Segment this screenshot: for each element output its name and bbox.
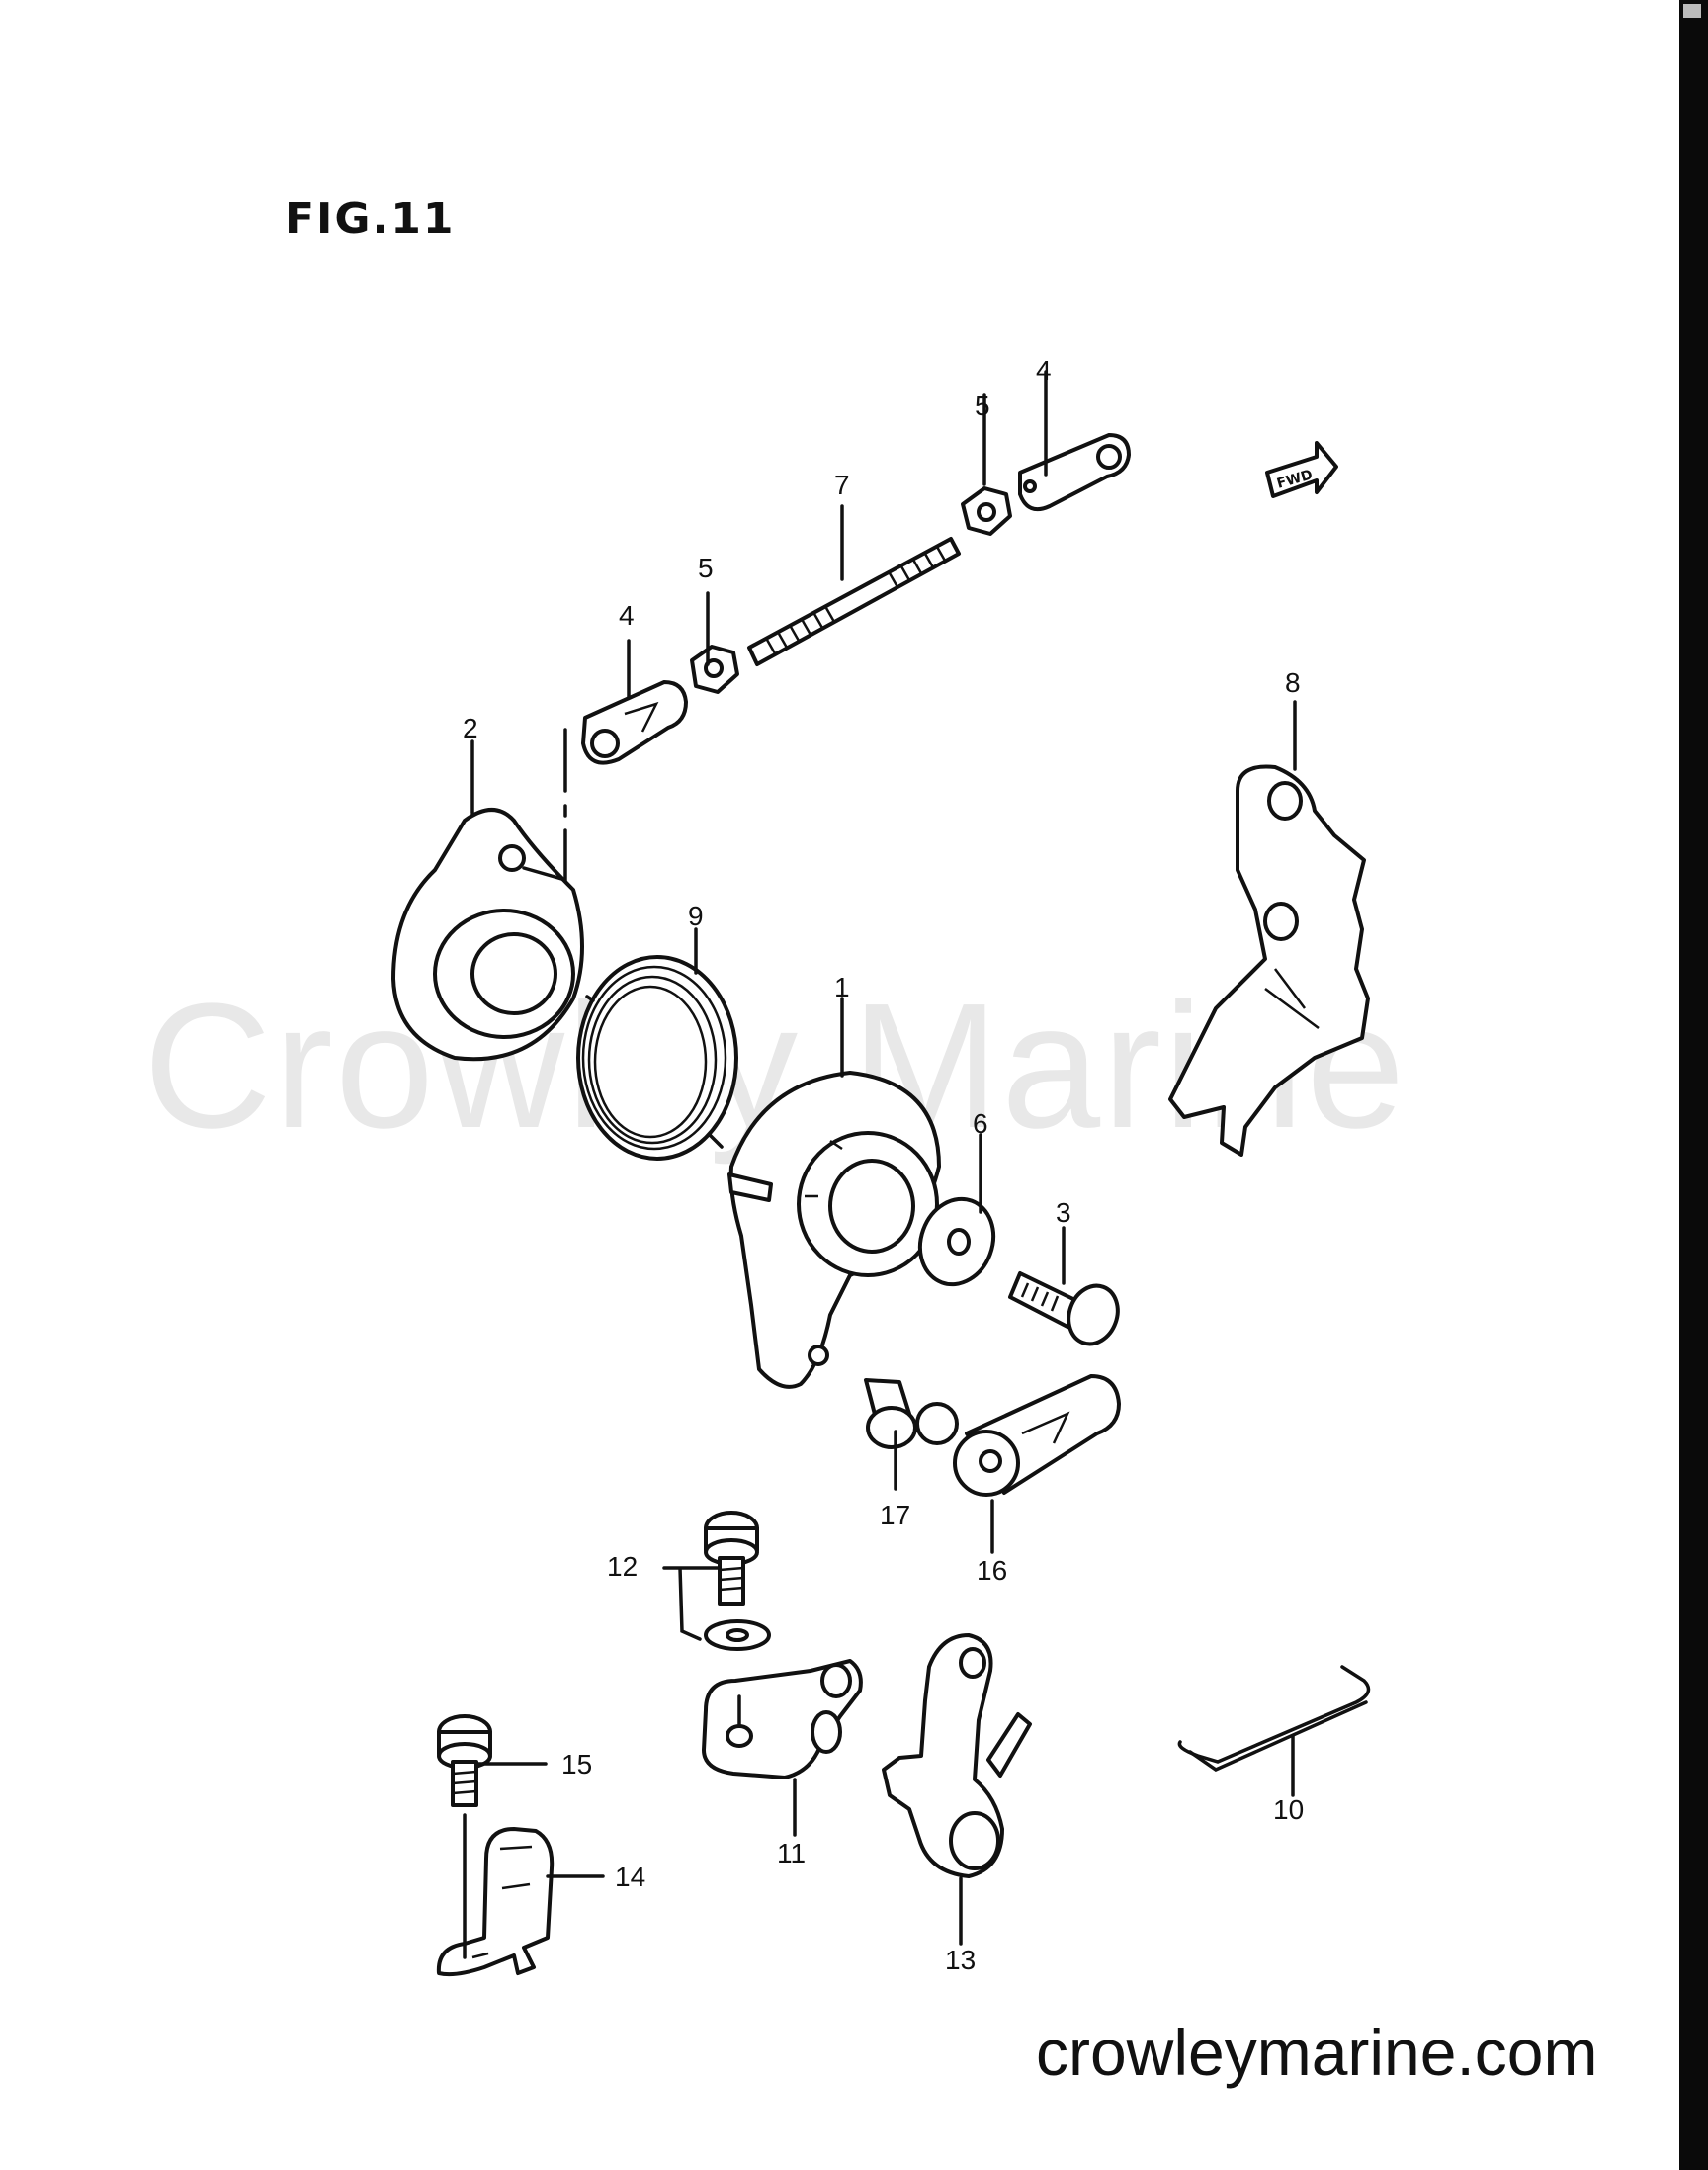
- callout-16: 16: [977, 1555, 1007, 1586]
- callout-1: 1: [834, 972, 850, 1002]
- part-7-threaded-rod: [747, 537, 961, 666]
- callout-2: 2: [463, 713, 478, 743]
- callout-labels: 4 5 7 5 4 8 2 9 1 6 3 17 16 12 15 14 11 …: [463, 355, 1304, 1975]
- callout-13: 13: [945, 1945, 976, 1975]
- part-13-lever: [882, 1633, 1032, 1878]
- part-10-link-rod: [1177, 1665, 1371, 1773]
- part-6-washer: [917, 1196, 996, 1287]
- leader-lines: [470, 370, 1297, 1946]
- callout-9: 9: [688, 901, 704, 931]
- callout-17: 17: [880, 1500, 910, 1530]
- callout-3: 3: [1056, 1197, 1071, 1228]
- callout-14: 14: [615, 1862, 645, 1892]
- part-8-bracket: [1168, 764, 1370, 1157]
- part-3-screw: [1008, 1271, 1120, 1346]
- part-1-throttle-lever: [727, 1071, 941, 1389]
- callout-10: 10: [1273, 1794, 1304, 1825]
- callout-7: 7: [834, 470, 850, 500]
- part-12-bolt-washer: [662, 1511, 771, 1651]
- part-16-socket: [953, 1374, 1121, 1497]
- callout-4-upper: 4: [1036, 355, 1052, 386]
- fwd-arrow-icon: FWD: [1265, 441, 1338, 498]
- part-11-clamp-block: [702, 1659, 863, 1779]
- callout-6: 6: [973, 1108, 988, 1139]
- callout-8: 8: [1285, 667, 1301, 698]
- part-9-spring: [576, 955, 738, 1161]
- callout-5-upper: 5: [975, 391, 990, 421]
- callout-4-lower: 4: [619, 600, 635, 631]
- scan-edge-bar: [1679, 0, 1708, 2170]
- part-5-nut-lower: [690, 645, 739, 694]
- part-4-rod-end-upper: [1018, 433, 1131, 511]
- site-url: crowleymarine.com: [1036, 2016, 1598, 2089]
- part-15-bolt: [437, 1714, 492, 1807]
- part-17-ball-stud: [864, 1378, 959, 1449]
- callout-15: 15: [561, 1749, 592, 1779]
- part-4-rod-end-lower: [581, 680, 688, 765]
- part-5-nut-upper: [961, 486, 1012, 536]
- part-14-clip-bracket: [436, 1813, 555, 1977]
- figure-title: FIG.11: [285, 194, 456, 244]
- callout-12: 12: [607, 1551, 638, 1582]
- callout-11: 11: [777, 1838, 806, 1868]
- part-2-throttle-cam: [391, 728, 584, 1062]
- callout-5-lower: 5: [698, 553, 714, 583]
